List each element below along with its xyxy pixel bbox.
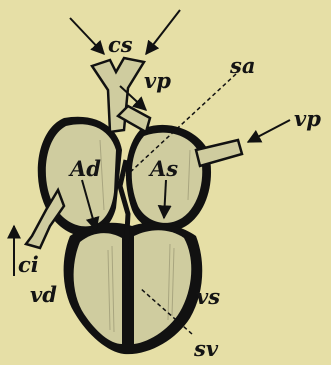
label-as: As (148, 156, 178, 181)
label-ci: ci (18, 252, 39, 277)
label-vp-upper: vp (144, 68, 171, 93)
label-vd: vd (30, 282, 57, 307)
label-cs: cs (108, 32, 133, 57)
label-vs: vs (196, 284, 220, 309)
label-ad: Ad (68, 156, 101, 181)
label-sa: sa (229, 53, 255, 78)
label-sv: sv (193, 336, 219, 361)
label-vp-right: vp (294, 106, 321, 131)
